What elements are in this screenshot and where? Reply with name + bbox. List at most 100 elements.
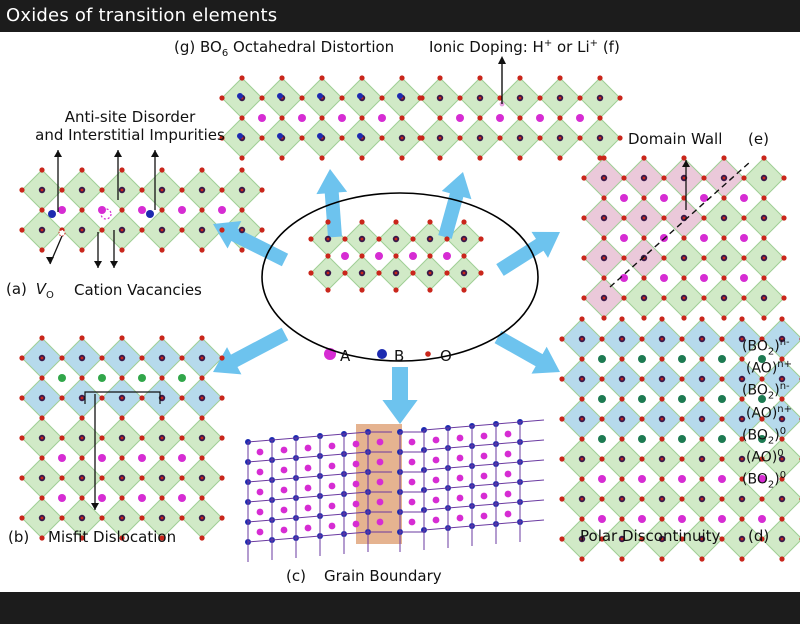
bond xyxy=(519,419,545,423)
oxygen-atom xyxy=(721,235,727,241)
oxygen-atom xyxy=(19,355,25,361)
a-site-atom xyxy=(638,355,646,363)
oxygen-atom xyxy=(741,255,747,261)
oxygen-atom xyxy=(719,336,725,342)
a-site-atom xyxy=(58,206,66,214)
bond xyxy=(271,457,297,461)
oxygen-atom xyxy=(599,496,605,502)
a-site-atom xyxy=(280,506,288,514)
a-site-atom xyxy=(352,460,360,468)
oxygen-atom xyxy=(199,247,205,253)
oxygen-atom xyxy=(579,556,585,562)
oxygen-atom xyxy=(79,167,85,173)
oxygen-atom xyxy=(601,275,607,281)
b-site-core xyxy=(700,457,704,461)
a-site-atom xyxy=(280,466,288,474)
oxygen-atom xyxy=(219,355,225,361)
grain-boundary-label: Grain Boundary xyxy=(324,567,442,585)
a-site-atom xyxy=(58,494,66,502)
panel-g-title-sub: 6 xyxy=(221,48,229,59)
oxygen-atom xyxy=(681,275,687,281)
bond xyxy=(295,455,321,459)
oxygen-atom xyxy=(621,295,627,301)
oxygen-atom xyxy=(19,435,25,441)
oxygen-atom xyxy=(661,175,667,181)
oxygen-atom xyxy=(478,270,484,276)
a-site-atom xyxy=(376,458,384,466)
b-site-core xyxy=(160,476,164,480)
a-site-atom xyxy=(58,454,66,462)
oxygen-atom xyxy=(359,219,365,225)
a-site-atom xyxy=(678,355,686,363)
a-site-atom xyxy=(218,206,226,214)
oxygen-atom xyxy=(99,187,105,193)
oxygen-atom xyxy=(579,356,585,362)
legend-b-label: B xyxy=(394,347,405,365)
oxygen-atom xyxy=(739,476,745,482)
a-site-atom xyxy=(408,438,416,446)
b-site-core xyxy=(558,136,562,140)
a-site-atom xyxy=(304,504,312,512)
b-site-core xyxy=(80,436,84,440)
oxygen-atom xyxy=(601,235,607,241)
oxygen-atom xyxy=(679,336,685,342)
oxygen-atom xyxy=(219,135,225,141)
b-site-core xyxy=(780,457,784,461)
pointer-head xyxy=(498,56,506,64)
b-site-core xyxy=(762,216,766,220)
oxygen-atom xyxy=(557,155,563,161)
oxygen-atom xyxy=(741,175,747,181)
oxygen-atom xyxy=(393,253,399,259)
b-site-core xyxy=(682,296,686,300)
b-site-core xyxy=(160,436,164,440)
oxygen-atom xyxy=(719,376,725,382)
b-site-core xyxy=(660,457,664,461)
a-site-atom xyxy=(138,494,146,502)
displaced-b-atom xyxy=(317,93,323,99)
oxygen-atom xyxy=(99,395,105,401)
layer-tail: ) xyxy=(774,427,780,444)
a-site-atom xyxy=(758,355,766,363)
a-site-atom xyxy=(304,464,312,472)
b-site-core xyxy=(160,228,164,232)
oxygen-atom xyxy=(179,435,185,441)
oxygen-atom xyxy=(721,155,727,161)
bond xyxy=(247,519,273,523)
oxygen-atom xyxy=(641,235,647,241)
a-site-atom xyxy=(598,435,606,443)
domain-wall-label: Domain Wall xyxy=(628,130,723,148)
b-site-core xyxy=(780,337,784,341)
oxygen-atom xyxy=(581,215,587,221)
oxygen-atom xyxy=(641,155,647,161)
a-site-atom xyxy=(138,374,146,382)
displaced-b-atom xyxy=(357,93,363,99)
a-site-atom xyxy=(328,502,336,510)
b-site-core xyxy=(394,271,398,275)
bond xyxy=(471,483,497,487)
pointer-head xyxy=(54,150,62,157)
oxygen-atom xyxy=(601,195,607,201)
layer-label: (BO2)n- xyxy=(742,337,790,357)
oxygen-atom xyxy=(308,270,314,276)
dislocation-bracket xyxy=(84,391,161,404)
oxygen-atom xyxy=(39,247,45,253)
b-site-core xyxy=(80,396,84,400)
oxygen-atom xyxy=(417,135,423,141)
b-site-core xyxy=(160,356,164,360)
a-site-atom xyxy=(504,470,512,478)
layer-base: (BO xyxy=(742,338,768,355)
oxygen-atom xyxy=(39,375,45,381)
oxygen-atom xyxy=(659,396,665,402)
b-site-core xyxy=(518,136,522,140)
oxygen-atom xyxy=(19,395,25,401)
b-site-core xyxy=(722,216,726,220)
oxygen-atom xyxy=(641,275,647,281)
b-site-core xyxy=(160,516,164,520)
b-site-core xyxy=(642,176,646,180)
oxygen-atom xyxy=(393,219,399,225)
bond xyxy=(247,439,273,443)
a-site-atom xyxy=(456,434,464,442)
oxygen-atom xyxy=(219,435,225,441)
oxygen-atom xyxy=(159,375,165,381)
oxygen-atom xyxy=(19,475,25,481)
